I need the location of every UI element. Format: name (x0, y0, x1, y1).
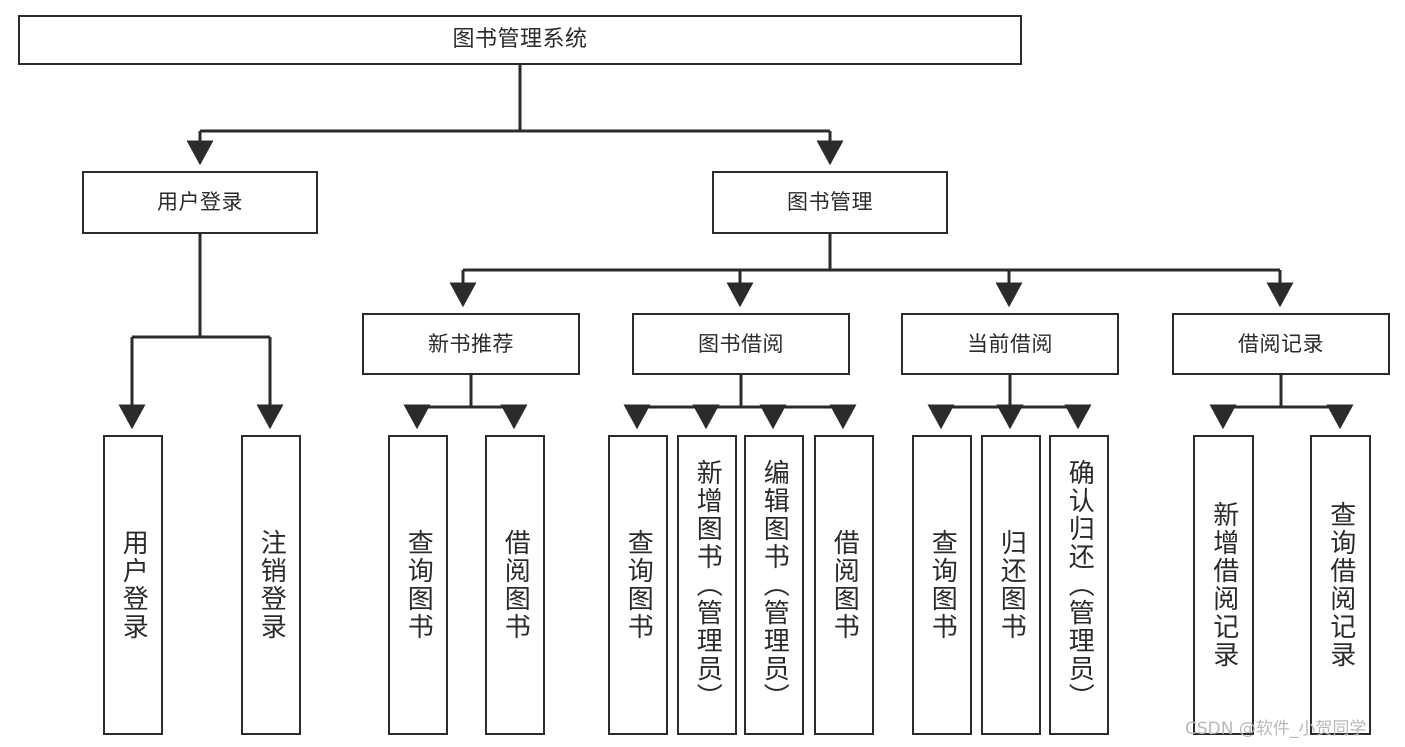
node-leaf-confirm-return[interactable]: 确认归还（管理员） (1049, 435, 1109, 735)
node-leaf-return-book[interactable]: 归还图书 (981, 435, 1041, 735)
node-leaf-add-borrow-record[interactable]: 新增借阅记录 (1193, 435, 1254, 735)
node-new-book-recommend[interactable]: 新书推荐 (362, 313, 580, 375)
node-label: 查询图书 (927, 529, 958, 641)
node-label: 查询图书 (623, 529, 654, 641)
node-label: 当前借阅 (967, 331, 1053, 356)
node-label: 确认归还（管理员） (1064, 459, 1095, 711)
node-label: 归还图书 (996, 529, 1027, 641)
node-root-book-management-system[interactable]: 图书管理系统 (18, 15, 1022, 65)
node-label: 查询借阅记录 (1325, 501, 1356, 669)
node-leaf-query-book-current[interactable]: 查询图书 (912, 435, 972, 735)
node-user-login[interactable]: 用户登录 (82, 171, 318, 234)
csdn-watermark: CSDN @软件_小贺同学 (1185, 719, 1367, 739)
node-leaf-edit-book[interactable]: 编辑图书（管理员） (744, 435, 804, 735)
node-label: 编辑图书（管理员） (759, 459, 790, 711)
node-label: 图书管理系统 (452, 27, 588, 53)
node-label: 图书借阅 (698, 331, 784, 356)
node-book-manage[interactable]: 图书管理 (712, 171, 948, 234)
node-leaf-borrow-book[interactable]: 借阅图书 (814, 435, 874, 735)
node-label: 借阅记录 (1238, 331, 1324, 356)
node-leaf-borrow-book-recommend[interactable]: 借阅图书 (485, 435, 545, 735)
node-borrow-record[interactable]: 借阅记录 (1172, 313, 1390, 375)
node-label: 注销登录 (256, 529, 287, 641)
node-leaf-query-book-recommend[interactable]: 查询图书 (388, 435, 448, 735)
node-leaf-logout[interactable]: 注销登录 (241, 435, 301, 735)
node-leaf-user-login[interactable]: 用户登录 (103, 435, 163, 735)
node-label: 用户登录 (157, 190, 243, 215)
node-label: 借阅图书 (500, 529, 531, 641)
node-label: 查询图书 (403, 529, 434, 641)
node-book-borrow[interactable]: 图书借阅 (632, 313, 850, 375)
node-label: 用户登录 (118, 529, 149, 641)
node-label: 新增图书（管理员） (692, 459, 723, 711)
node-leaf-query-borrow-record[interactable]: 查询借阅记录 (1310, 435, 1371, 735)
node-leaf-add-book[interactable]: 新增图书（管理员） (677, 435, 737, 735)
node-label: 新增借阅记录 (1208, 501, 1239, 669)
node-current-borrow[interactable]: 当前借阅 (901, 313, 1119, 375)
node-label: 新书推荐 (428, 331, 514, 356)
node-label: 图书管理 (787, 190, 873, 215)
node-leaf-query-book-borrow[interactable]: 查询图书 (608, 435, 668, 735)
node-label: 借阅图书 (829, 529, 860, 641)
